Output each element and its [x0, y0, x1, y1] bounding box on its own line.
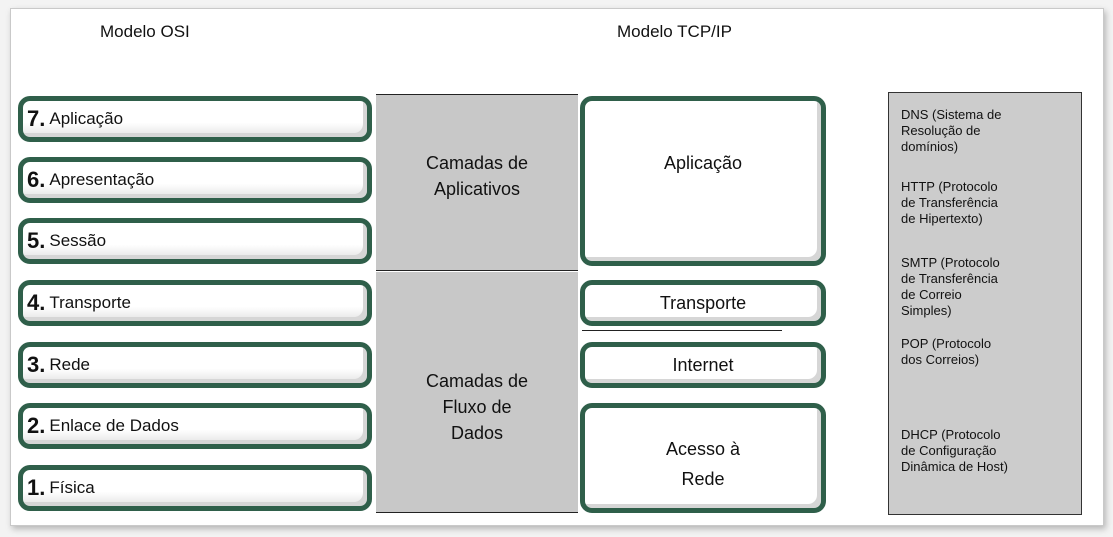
protocol-http: HTTP (Protocolo de Transferência de Hipe…	[901, 179, 1079, 227]
protocol-smtp: SMTP (Protocolo de Transferência de Corr…	[901, 255, 1079, 319]
protocol-line: dos Correios)	[901, 352, 980, 367]
osi-layer-3: 3. Rede	[18, 342, 372, 388]
osi-layer-number: 7.	[27, 106, 46, 131]
protocol-line: de Configuração	[901, 443, 997, 458]
protocol-line: domínios)	[901, 139, 959, 154]
protocol-line: POP (Protocolo	[901, 336, 992, 351]
protocol-pop: POP (Protocolo dos Correios)	[901, 336, 1079, 368]
osi-model-header: Modelo OSI	[100, 22, 190, 41]
protocol-line: HTTP (Protocolo	[901, 179, 998, 194]
band-divider-line	[376, 270, 578, 271]
protocol-line: DHCP (Protocolo	[901, 427, 1001, 442]
group-label-line: Dados	[450, 423, 504, 443]
tcpip-model-header: Modelo TCP/IP	[617, 22, 732, 41]
osi-layer-label: Transporte	[49, 293, 131, 312]
band-top-line	[376, 94, 578, 95]
group-label-line: Aplicativos	[433, 179, 521, 199]
band-bottom-line	[376, 512, 578, 513]
tcp-layer-label: Acesso à	[665, 439, 741, 459]
protocol-dns: DNS (Sistema de Resolução de domínios)	[901, 107, 1079, 155]
osi-layer-number: 4.	[27, 290, 46, 315]
data-flow-layers-label: Camadas de Fluxo de Dados	[376, 368, 578, 446]
tcp-layer-internet: Internet	[580, 342, 826, 388]
tcp-divider-line	[582, 330, 782, 331]
osi-layer-label: Enlace de Dados	[49, 416, 179, 435]
tcp-layer-label: Rede	[681, 469, 725, 489]
protocol-line: DNS (Sistema de	[901, 107, 1002, 122]
osi-layer-label: Aplicação	[49, 109, 124, 128]
osi-layer-4: 4. Transporte	[18, 280, 372, 326]
protocol-line: Resolução de	[901, 123, 981, 138]
osi-layer-label: Física	[49, 478, 95, 497]
protocol-line: Simples)	[901, 303, 952, 318]
protocol-line: de Hipertexto)	[901, 211, 983, 226]
osi-layer-number: 1.	[27, 475, 46, 500]
protocol-line: de Correio	[901, 287, 962, 302]
group-label-line: Camadas de	[425, 153, 529, 173]
osi-layer-6: 6. Apresentação	[18, 157, 372, 203]
protocol-line: de Transferência	[901, 195, 998, 210]
application-layers-label: Camadas de Aplicativos	[376, 150, 578, 202]
group-label-line: Fluxo de	[442, 397, 512, 417]
tcp-layer-label: Transporte	[659, 293, 747, 313]
osi-layer-number: 5.	[27, 228, 46, 253]
osi-layer-1: 1. Física	[18, 465, 372, 511]
osi-layer-number: 2.	[27, 413, 46, 438]
osi-layer-7: 7. Aplicação	[18, 96, 372, 142]
tcp-layer-application: Aplicação	[580, 96, 826, 266]
protocol-line: Dinâmica de Host)	[901, 459, 1008, 474]
protocol-panel: DNS (Sistema de Resolução de domínios) H…	[888, 92, 1082, 515]
tcp-layer-label: Internet	[672, 355, 734, 375]
tcp-layer-transport: Transporte	[580, 280, 826, 326]
osi-layer-label: Sessão	[49, 231, 107, 250]
protocol-dhcp: DHCP (Protocolo de Configuração Dinâmica…	[901, 427, 1079, 475]
tcp-layer-label: Aplicação	[663, 153, 743, 173]
osi-layer-label: Rede	[49, 355, 90, 374]
protocol-line: SMTP (Protocolo	[901, 255, 1000, 270]
osi-layer-number: 3.	[27, 352, 46, 377]
osi-layer-5: 5. Sessão	[18, 218, 372, 264]
group-label-line: Camadas de	[425, 371, 529, 391]
tcp-layer-network-access: Acesso à Rede	[580, 403, 826, 513]
osi-layer-2: 2. Enlace de Dados	[18, 403, 372, 449]
application-layers-band	[376, 94, 578, 270]
protocol-line: de Transferência	[901, 271, 998, 286]
osi-layer-number: 6.	[27, 167, 46, 192]
data-flow-layers-band	[376, 272, 578, 512]
osi-layer-label: Apresentação	[49, 170, 155, 189]
